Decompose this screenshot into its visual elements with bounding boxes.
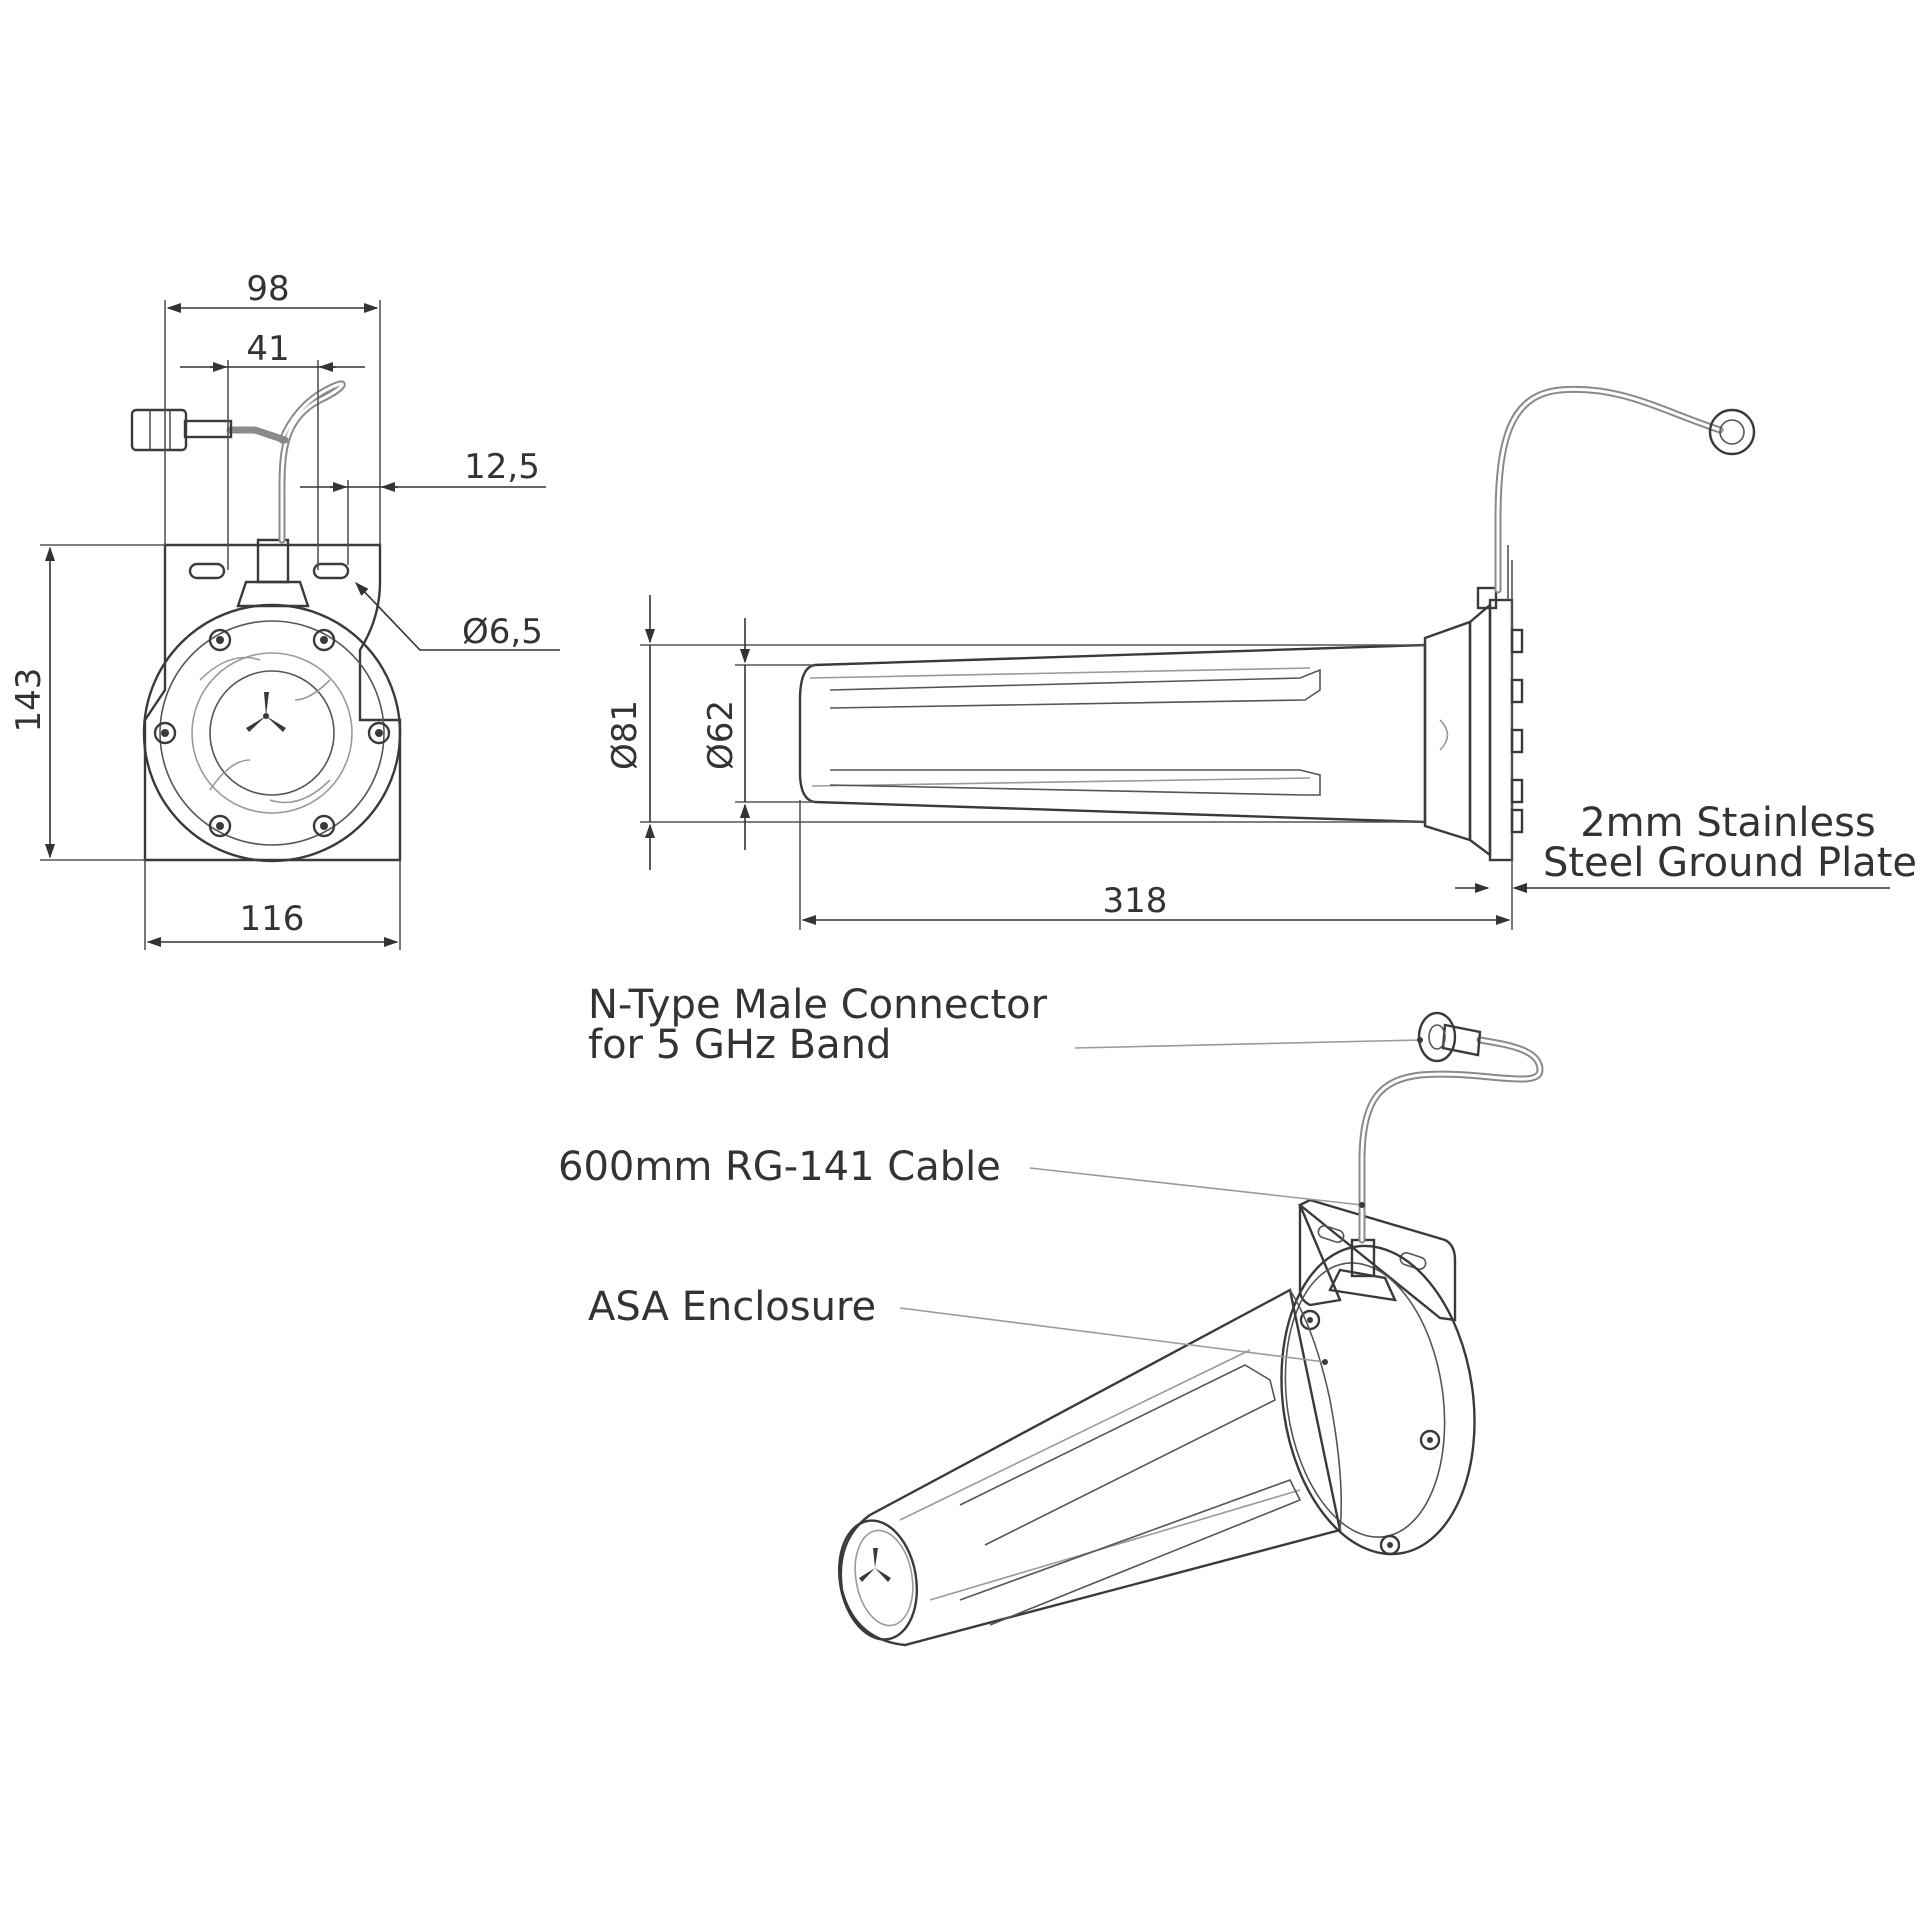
iso-connector-icon bbox=[1417, 1011, 1482, 1063]
mounting-slot-left bbox=[188, 562, 226, 580]
dim-98: 98 bbox=[246, 269, 289, 309]
iso-flange bbox=[1280, 1244, 1476, 1556]
cable-label: 600mm RG-141 Cable bbox=[558, 1144, 1001, 1190]
ground-plate-label-line1: 2mm Stainless bbox=[1580, 800, 1876, 846]
dim-outer-diameter: Ø81 bbox=[605, 700, 645, 770]
ground-plate bbox=[1488, 598, 1514, 862]
dim-inner-diameter: Ø62 bbox=[701, 700, 741, 770]
side-view: Ø81 Ø62 318 2mm Stainless Steel Ground P… bbox=[605, 385, 1917, 930]
dim-41: 41 bbox=[246, 329, 289, 369]
plate-bolts bbox=[1510, 628, 1524, 834]
tri-blade-logo-icon bbox=[246, 692, 286, 732]
dim-116: 116 bbox=[240, 899, 305, 939]
dim-143: 143 bbox=[9, 668, 49, 733]
iso-body bbox=[839, 1288, 1342, 1647]
front-view: 98 41 12,5 Ø6,5 143 116 bbox=[9, 269, 560, 950]
side-body bbox=[798, 643, 1427, 824]
enclosure-label: ASA Enclosure bbox=[588, 1284, 876, 1330]
connector-label-line2: for 5 GHz Band bbox=[588, 1022, 891, 1068]
dim-hole-diameter: Ø6,5 bbox=[462, 612, 543, 652]
connector-label-line1: N-Type Male Connector bbox=[588, 982, 1048, 1028]
ground-plate-label-line2: Steel Ground Plate bbox=[1543, 840, 1917, 886]
front-flange bbox=[142, 603, 402, 863]
iso-tri-blade-logo-icon bbox=[859, 1548, 891, 1582]
dim-318: 318 bbox=[1103, 881, 1168, 921]
n-type-connector-icon bbox=[130, 408, 233, 452]
iso-ground-plate bbox=[1297, 1198, 1457, 1322]
flange-bolts bbox=[153, 628, 391, 838]
mounting-slot-right bbox=[312, 562, 350, 580]
dim-12-5: 12,5 bbox=[464, 447, 540, 487]
isometric-view: N-Type Male Connector for 5 GHz Band 600… bbox=[558, 982, 1544, 1647]
side-connector-icon bbox=[1708, 408, 1756, 456]
